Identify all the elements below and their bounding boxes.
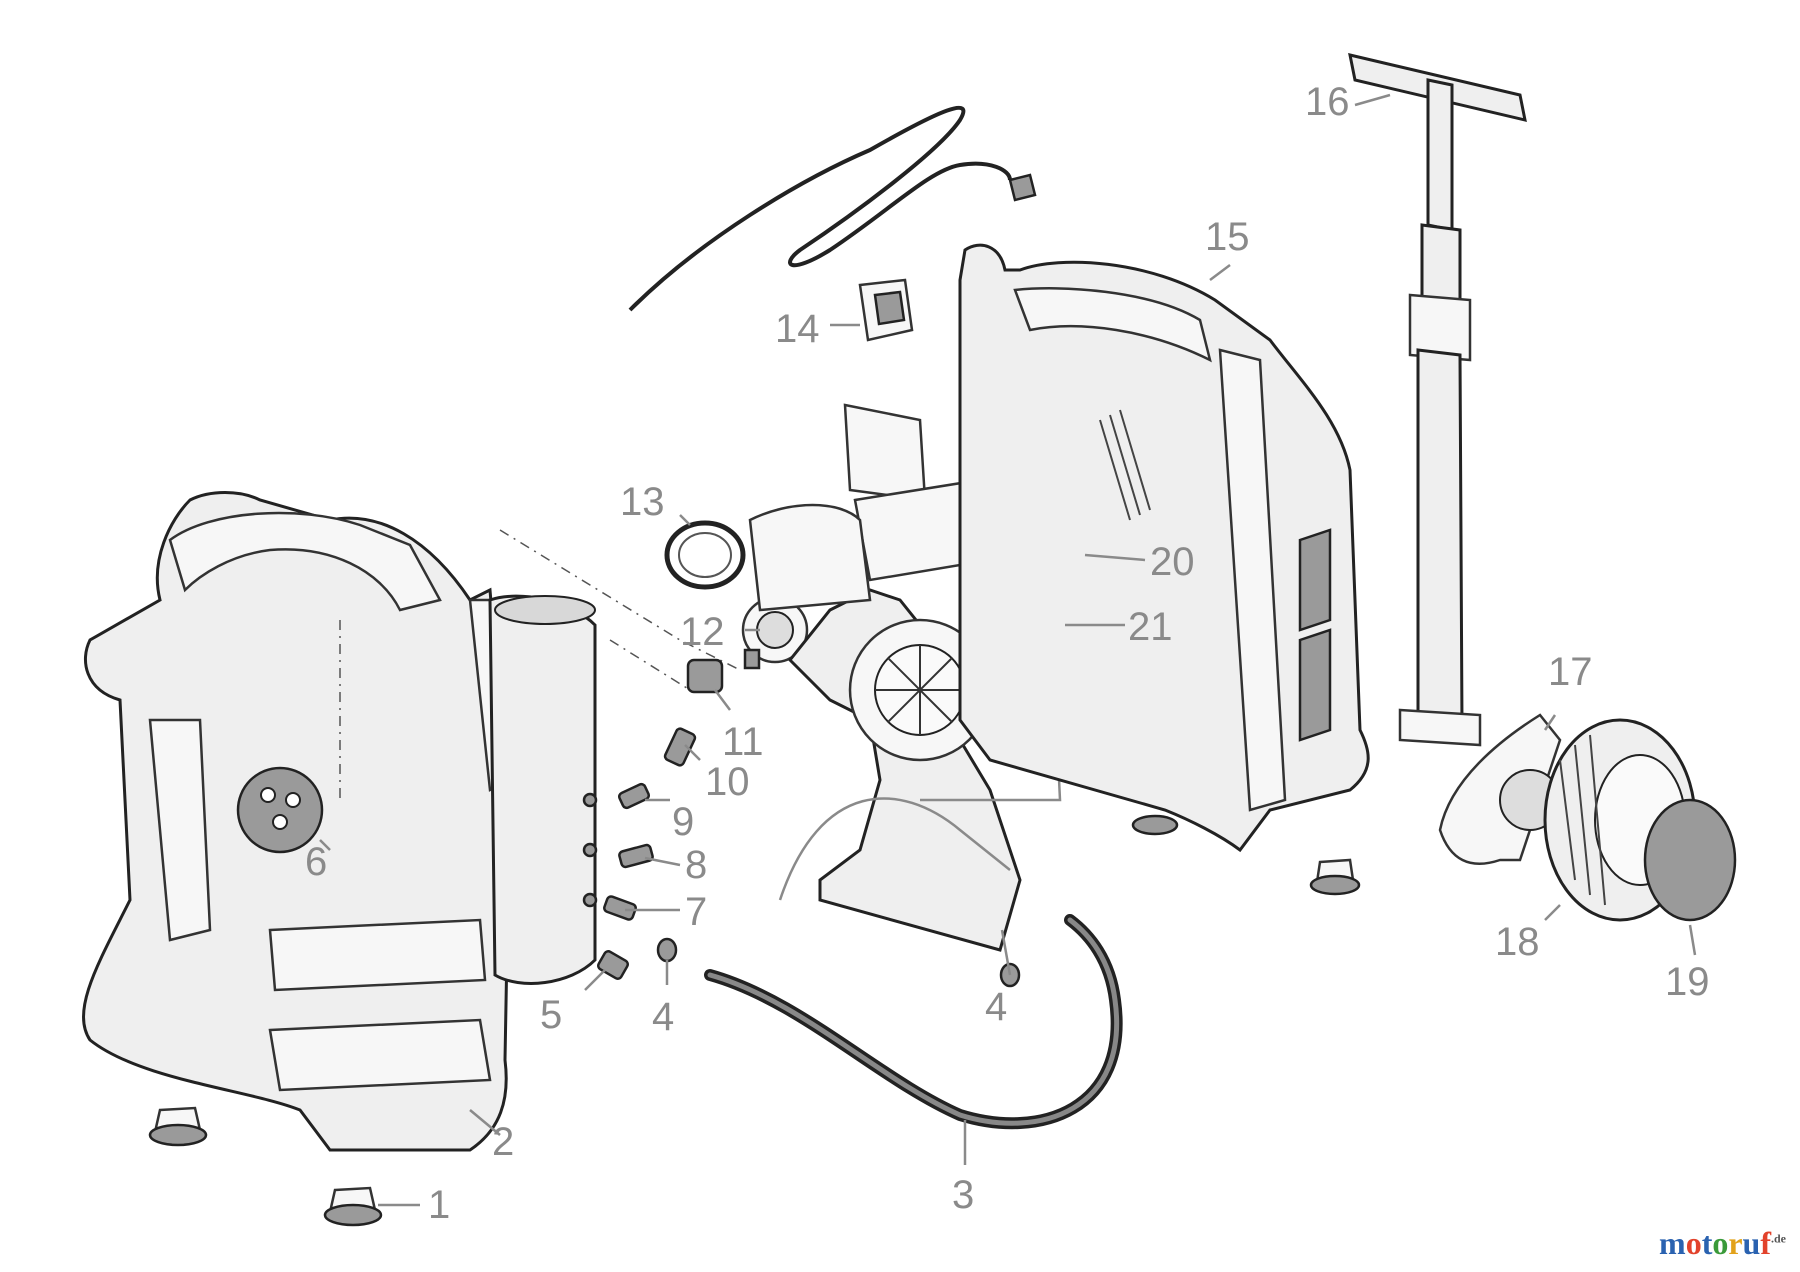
callout-15: 15 <box>1205 215 1250 259</box>
callout-labels: 1 2 3 4 4 5 6 7 8 9 10 11 12 13 14 15 16… <box>305 80 1710 1227</box>
callout-7: 7 <box>685 890 707 934</box>
hose-part <box>704 914 1123 1130</box>
callout-5: 5 <box>540 993 562 1037</box>
fitting-parts <box>596 658 1021 988</box>
pressure-gauge-part <box>741 596 809 670</box>
power-cord-part <box>628 105 1037 312</box>
watermark-logo: motoruf.de <box>1659 1225 1786 1261</box>
callout-11: 11 <box>722 720 764 764</box>
callout-17: 17 <box>1548 650 1593 694</box>
callout-19: 19 <box>1665 960 1710 1004</box>
hub-cap-part <box>1643 798 1737 922</box>
callout-18: 18 <box>1495 920 1540 964</box>
callout-14: 14 <box>775 307 820 351</box>
callout-16: 16 <box>1305 80 1350 124</box>
callout-21: 21 <box>1128 605 1173 649</box>
leader-lines <box>319 93 1697 1207</box>
callout-1: 1 <box>428 1183 450 1227</box>
callout-4-right: 4 <box>985 985 1007 1029</box>
telescopic-handle-part <box>1348 53 1527 747</box>
callout-9: 9 <box>672 800 694 844</box>
callout-4-left: 4 <box>652 995 674 1039</box>
rear-housing-part <box>958 243 1370 853</box>
callout-8: 8 <box>685 843 707 887</box>
callout-6: 6 <box>305 840 327 884</box>
rubber-feet-part <box>148 814 1361 1227</box>
callout-13: 13 <box>620 480 665 524</box>
callout-3: 3 <box>952 1173 974 1217</box>
knob-part <box>236 766 324 854</box>
switch-part <box>858 278 914 342</box>
air-tank-part <box>488 594 598 985</box>
callout-10: 10 <box>705 760 750 804</box>
callout-12: 12 <box>680 610 725 654</box>
callout-20: 20 <box>1150 540 1195 584</box>
motor-chassis-part <box>748 403 1062 952</box>
callout-2: 2 <box>492 1120 514 1164</box>
ring-part <box>664 520 746 590</box>
